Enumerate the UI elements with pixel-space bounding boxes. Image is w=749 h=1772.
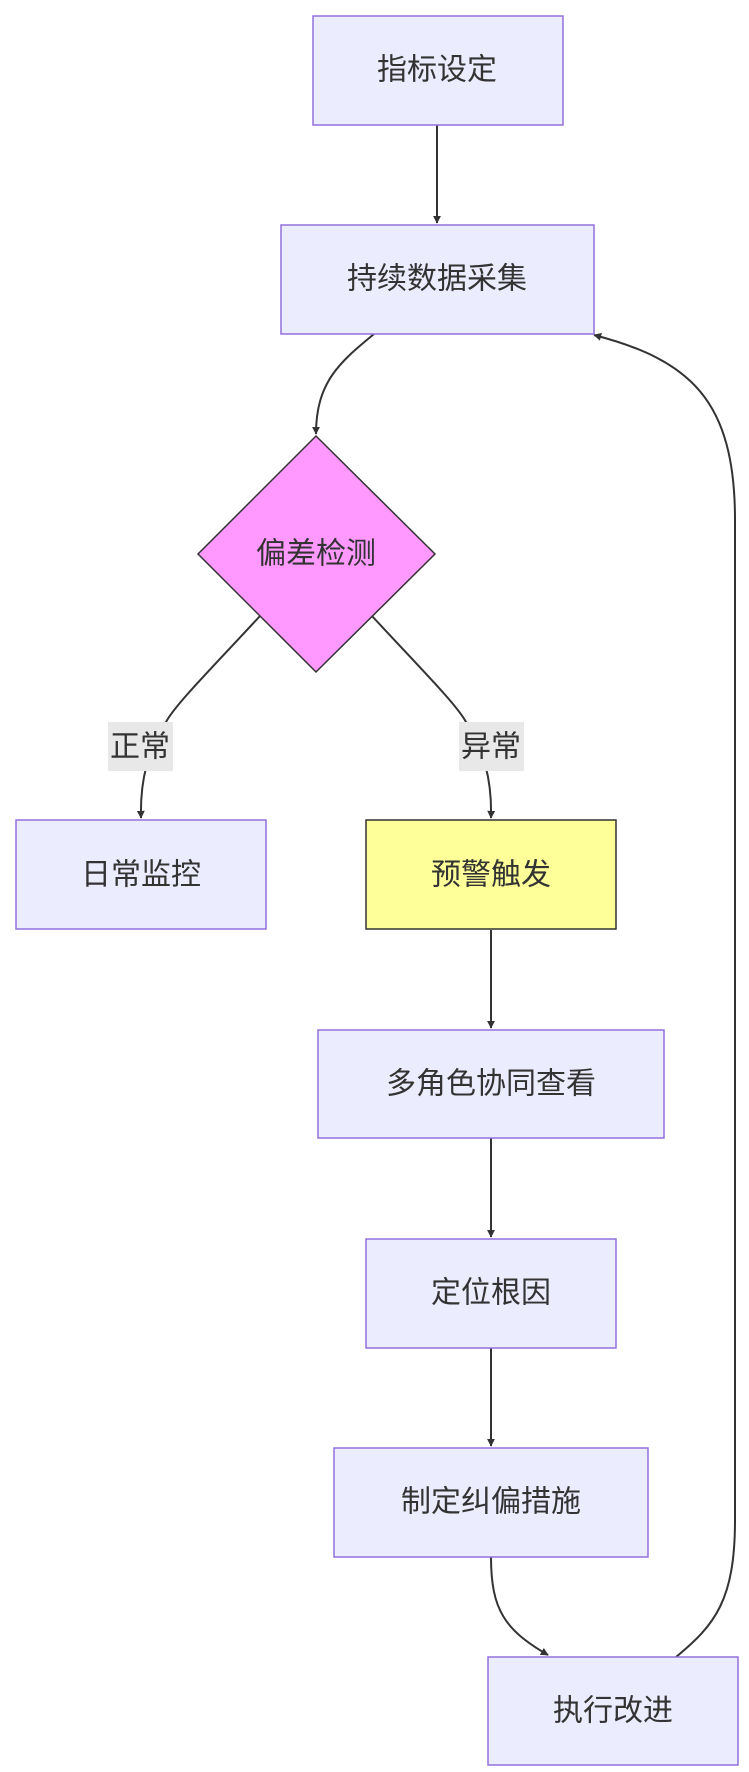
node-daily-monitor-label: 日常监控 xyxy=(81,858,201,893)
edge-label-normal: 正常 xyxy=(108,722,173,771)
node-detect-deviation-label: 偏差检测 xyxy=(256,537,376,572)
node-corrective-plan-label: 制定纠偏措施 xyxy=(401,1485,581,1520)
node-root-cause[interactable]: 定位根因 xyxy=(365,1238,617,1349)
edge-plan-to-execute xyxy=(490,1556,549,1656)
edge-label-normal-text: 正常 xyxy=(110,730,170,765)
edge-execute-to-collect xyxy=(593,332,736,1658)
node-alert-trigger[interactable]: 预警触发 xyxy=(365,819,617,930)
node-execute-improve[interactable]: 执行改进 xyxy=(487,1656,739,1766)
node-collab-review-label: 多角色协同查看 xyxy=(386,1067,596,1102)
node-set-metrics-label: 指标设定 xyxy=(377,53,497,88)
node-corrective-plan[interactable]: 制定纠偏措施 xyxy=(333,1447,649,1558)
node-alert-trigger-label: 预警触发 xyxy=(431,858,551,893)
node-set-metrics[interactable]: 指标设定 xyxy=(312,15,564,126)
node-execute-improve-label: 执行改进 xyxy=(553,1694,673,1729)
node-detect-deviation[interactable]: 偏差检测 xyxy=(196,434,437,674)
node-collect-data-label: 持续数据采集 xyxy=(347,262,527,297)
edge-collect-to-detect xyxy=(312,333,375,435)
edge-detect-to-daily xyxy=(136,615,261,819)
node-daily-monitor[interactable]: 日常监控 xyxy=(15,819,267,930)
edge-label-abnormal-text: 异常 xyxy=(461,730,521,765)
edge-detect-to-alert xyxy=(371,615,496,819)
edges xyxy=(136,125,736,1658)
node-root-cause-label: 定位根因 xyxy=(431,1276,551,1311)
node-collect-data[interactable]: 持续数据采集 xyxy=(280,224,595,335)
node-collab-review[interactable]: 多角色协同查看 xyxy=(317,1029,665,1139)
edge-label-abnormal: 异常 xyxy=(459,722,524,771)
